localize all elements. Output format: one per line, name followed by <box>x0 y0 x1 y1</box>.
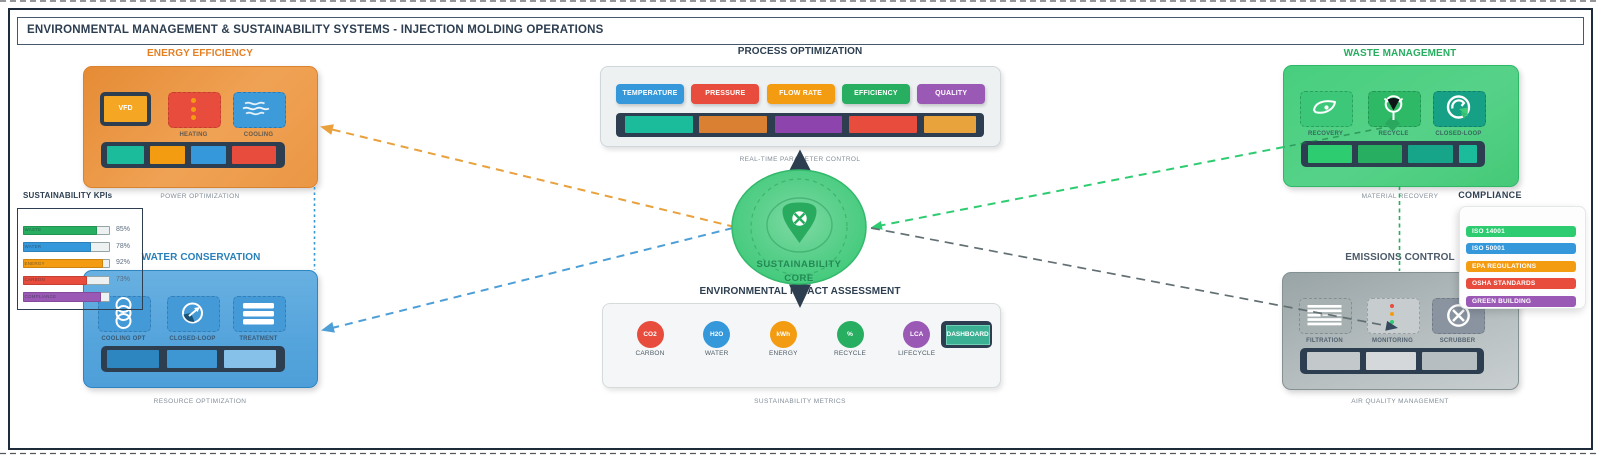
svg-text:CORE: CORE <box>784 273 813 284</box>
svg-text:SUSTAINABILITY: SUSTAINABILITY <box>757 259 842 270</box>
